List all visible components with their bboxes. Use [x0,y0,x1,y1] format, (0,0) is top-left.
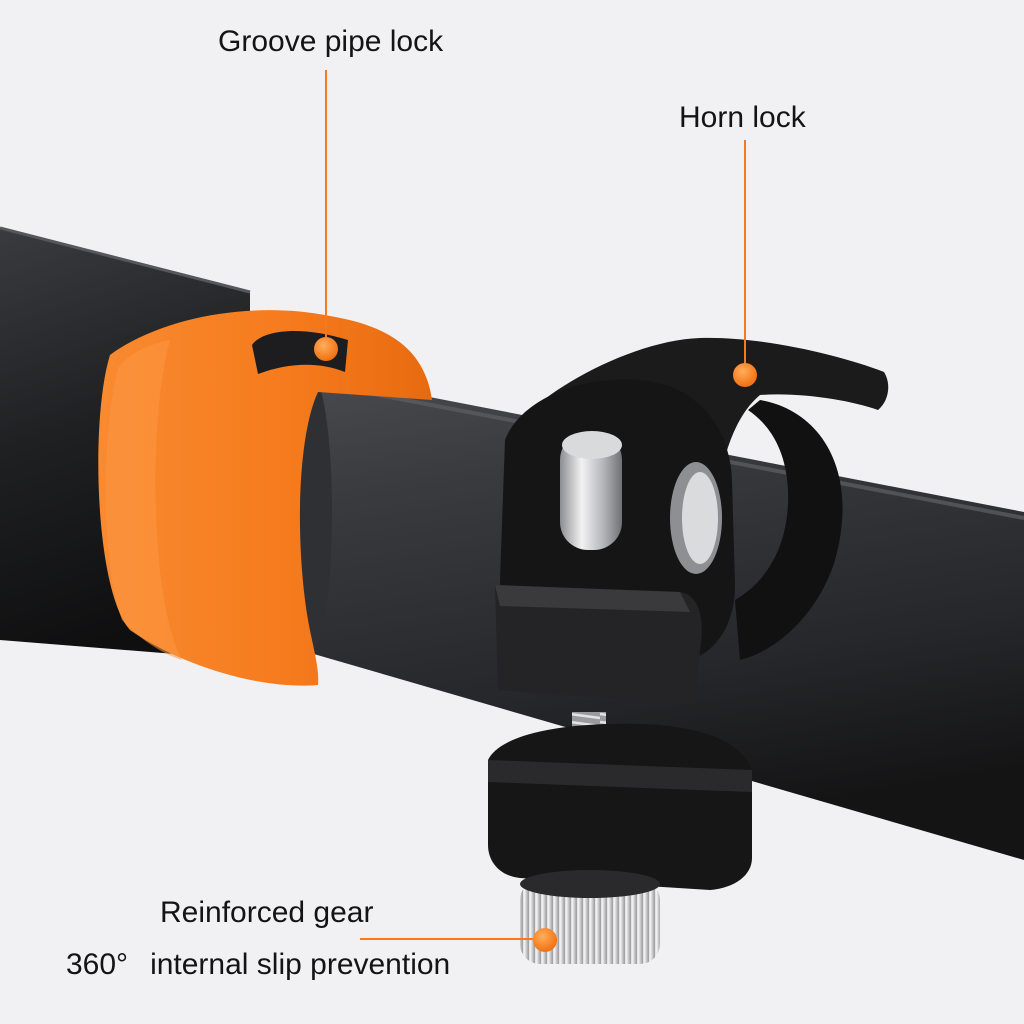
callout-lines [325,70,746,940]
slip-text: internal slip prevention [150,948,451,981]
callout-dot-gear [533,928,557,952]
horn-lock-clamp [488,337,889,964]
slip-prevention-label: 360° internal slip prevention [66,950,450,980]
horn-lock-label: Horn lock [679,101,806,134]
callout-dot-groove [314,337,338,361]
slip-prefix: 360° [66,948,129,981]
callout-dot-horn [733,363,757,387]
reinforced-gear-label: Reinforced gear [160,896,374,929]
groove-pipe-lock-label: Groove pipe lock [218,25,444,58]
